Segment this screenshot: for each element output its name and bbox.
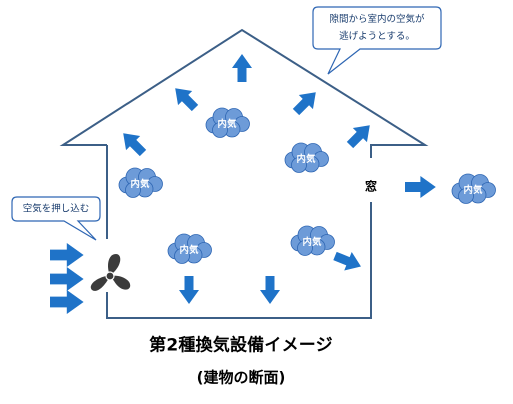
diagram-title: 第2種換気設備イメージ xyxy=(149,335,333,356)
escape-callout-text: 隙間から室内の空気が 逃げようとする。 xyxy=(329,11,424,45)
escape-callout-line-2: 逃げようとする。 xyxy=(339,31,415,42)
cloud-label: 内気 xyxy=(179,245,199,256)
fan-icon xyxy=(90,254,131,291)
arrow-icon xyxy=(179,276,199,304)
house-outline-left xyxy=(59,28,429,158)
arrow-icon xyxy=(232,54,252,82)
house-outline-bottom xyxy=(106,202,372,319)
arrow-icon xyxy=(168,81,203,116)
diagram-subtitle: (建物の断面) xyxy=(196,368,286,387)
arrow-icon xyxy=(260,276,280,304)
cloud-label: 内気 xyxy=(463,185,483,196)
escape-callout-line-1: 隙間から室内の空気が xyxy=(329,14,425,25)
intake-callout-text: 空気を押し込む xyxy=(22,203,90,215)
cloud-label: 内気 xyxy=(217,119,237,130)
window-label: 窓 xyxy=(364,179,378,194)
intake-callout xyxy=(11,196,101,241)
cloud-label: 内気 xyxy=(296,154,316,165)
cloud-label: 内気 xyxy=(130,179,150,190)
arrow-icon xyxy=(50,243,84,267)
arrow-icon xyxy=(50,290,84,314)
arrow-icon xyxy=(405,176,436,198)
arrow-icon xyxy=(116,126,151,161)
arrow-icon xyxy=(288,85,323,120)
arrow-icon xyxy=(50,267,84,291)
arrow-icon xyxy=(331,246,365,276)
cloud-label: 内気 xyxy=(302,237,322,248)
escape-callout xyxy=(312,6,442,75)
